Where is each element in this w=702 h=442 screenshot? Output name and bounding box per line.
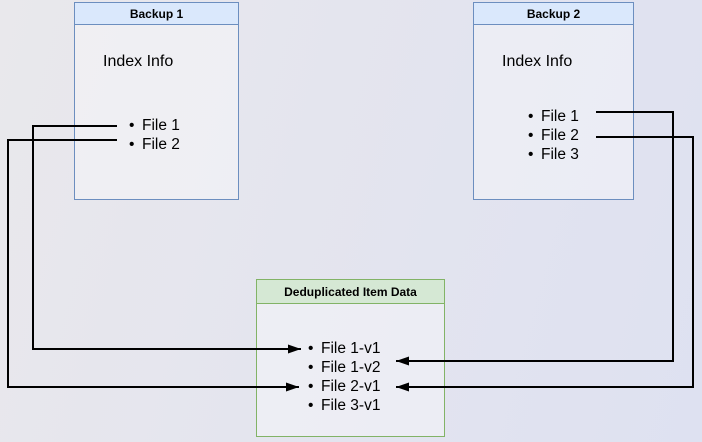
- file-list-item: File 2: [528, 126, 633, 145]
- bullet-icon: [308, 340, 321, 358]
- file-label: File 1: [142, 116, 180, 134]
- file-list-item: File 3: [528, 145, 633, 164]
- backup1-index-info-label: Index Info: [103, 53, 174, 70]
- file-list-item: File 2-v1: [308, 377, 444, 396]
- dedup-file-list: File 1-v1 File 1-v2 File 2-v1 File 3-v1: [257, 339, 444, 415]
- backup1-node: Backup 1 Index Info File 1 File 2: [74, 2, 239, 200]
- deduplicated-item-data-node: Deduplicated Item Data File 1-v1 File 1-…: [256, 279, 445, 437]
- file-list-item: File 3-v1: [308, 396, 444, 415]
- dedup-title: Deduplicated Item Data: [284, 284, 417, 299]
- backup1-header: Backup 1: [75, 3, 238, 25]
- file-label: File 3-v1: [321, 396, 381, 414]
- bullet-icon: [129, 136, 142, 154]
- backup2-header: Backup 2: [474, 3, 633, 25]
- bullet-icon: [129, 117, 142, 135]
- file-list-item: File 1: [528, 107, 633, 126]
- backup2-node: Backup 2 Index Info File 1 File 2 File 3: [473, 2, 634, 200]
- backup2-file-list: File 1 File 2 File 3: [474, 107, 633, 164]
- bullet-icon: [528, 108, 541, 126]
- file-label: File 1: [541, 107, 579, 125]
- file-label: File 2: [541, 126, 579, 144]
- backup2-index-info-label: Index Info: [502, 53, 573, 70]
- file-label: File 2-v1: [321, 377, 381, 395]
- backup1-file-list: File 1 File 2: [75, 116, 238, 154]
- file-label: File 1-v2: [321, 358, 381, 376]
- backup2-title: Backup 2: [526, 6, 581, 21]
- bullet-icon: [528, 127, 541, 145]
- file-list-item: File 1-v1: [308, 339, 444, 358]
- file-list-item: File 1-v2: [308, 358, 444, 377]
- file-label: File 1-v1: [321, 339, 381, 357]
- bullet-icon: [308, 378, 321, 396]
- bullet-icon: [308, 397, 321, 415]
- backup1-title: Backup 1: [129, 6, 184, 21]
- file-list-item: File 1: [129, 116, 238, 135]
- file-label: File 3: [541, 145, 579, 163]
- bullet-icon: [528, 146, 541, 164]
- dedup-header: Deduplicated Item Data: [257, 280, 444, 304]
- file-label: File 2: [142, 135, 180, 153]
- bullet-icon: [308, 359, 321, 377]
- file-list-item: File 2: [129, 135, 238, 154]
